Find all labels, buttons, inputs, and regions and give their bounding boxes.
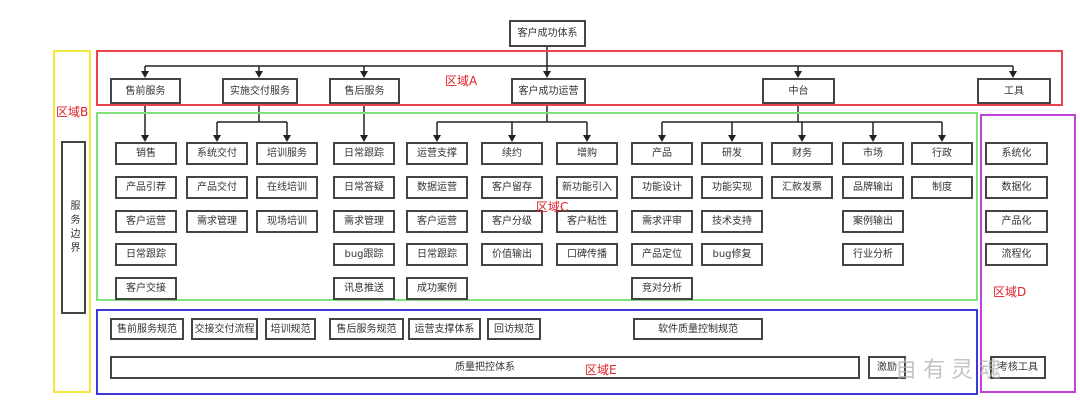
leaf-node: 口碑传播 [556,243,618,266]
arrowhead [213,135,221,142]
leaf-node: 客户运营 [406,210,468,233]
region-c-label: 区域C [536,200,569,214]
leaf-node: 需求管理 [333,210,395,233]
arrowhead [283,135,291,142]
tool-node: 流程化 [985,243,1048,266]
region-e [96,309,978,395]
level1-node: 实施交付服务 [222,78,298,104]
region-b-label: 区域B [56,105,89,119]
arrowhead [543,71,551,78]
leaf-node: 品牌输出 [842,176,904,199]
leaf-node: 案例输出 [842,210,904,233]
leaf-node: 技术支持 [701,210,763,233]
leaf-node: 行政 [911,142,973,165]
region-c [96,112,978,301]
leaf-node: 需求管理 [186,210,248,233]
standard-node: 售前服务规范 [110,318,184,340]
level1-node: 售后服务 [329,78,400,104]
leaf-node: 研发 [701,142,763,165]
standard-node: 交接交付流程 [191,318,258,340]
arrowhead [869,135,877,142]
leaf-node: 销售 [115,142,177,165]
leaf-node: 行业分析 [842,243,904,266]
region-b [53,50,91,393]
arrowhead [798,135,806,142]
level1-node: 工具 [977,78,1051,104]
watermark: 自有灵魂 [895,358,1008,383]
leaf-node: 新功能引入 [556,176,618,199]
leaf-node: 竞对分析 [631,277,693,300]
leaf-node: 产品 [631,142,693,165]
incentive-node: 激励 [868,356,906,379]
leaf-node: 成功案例 [406,277,468,300]
region-a [96,50,1063,106]
arrowhead [658,135,666,142]
leaf-node: 财务 [771,142,833,165]
leaf-node: 日常跟踪 [406,243,468,266]
arrowhead [141,135,149,142]
leaf-node: 产品引荐 [115,176,177,199]
tool-node: 产品化 [985,210,1048,233]
leaf-node: 功能设计 [631,176,693,199]
standard-node: 软件质量控制规范 [633,318,763,340]
leaf-node: 日常答疑 [333,176,395,199]
tool-box: 考核工具 [990,356,1046,379]
arrowhead [794,71,802,78]
region-d [980,114,1076,393]
tool-node: 数据化 [985,176,1048,199]
standard-node: 运营支撑体系 [408,318,481,340]
leaf-node: 功能实现 [701,176,763,199]
leaf-node: 产品交付 [186,176,248,199]
leaf-node: 汇款发票 [771,176,833,199]
leaf-node: bug修复 [701,243,763,266]
leaf-node: 系统交付 [186,142,248,165]
leaf-node: 现场培训 [256,210,318,233]
root-node: 客户成功体系 [509,20,586,47]
tool-node: 系统化 [985,142,1048,165]
service-boundary-box: 服务边界 [61,141,86,314]
arrowhead [728,135,736,142]
region-e-label: 区域E [585,363,617,377]
region-d-label: 区域D [993,285,1027,299]
arrowhead [255,71,263,78]
standard-node: 回访规范 [487,318,541,340]
leaf-node: 客户分级 [481,210,543,233]
leaf-node: bug跟踪 [333,243,395,266]
leaf-node: 客户运营 [115,210,177,233]
leaf-node: 客户交接 [115,277,177,300]
leaf-node: 价值输出 [481,243,543,266]
leaf-node: 产品定位 [631,243,693,266]
level1-node: 售前服务 [110,78,181,104]
arrowhead [583,135,591,142]
leaf-node: 市场 [842,142,904,165]
leaf-node: 在线培训 [256,176,318,199]
standard-node: 培训规范 [265,318,316,340]
leaf-node: 讯息推送 [333,277,395,300]
leaf-node: 客户留存 [481,176,543,199]
leaf-node: 客户粘性 [556,210,618,233]
leaf-node: 需求评审 [631,210,693,233]
arrowhead [433,135,441,142]
arrowhead [938,135,946,142]
leaf-node: 日常跟踪 [333,142,395,165]
arrowhead [360,135,368,142]
level1-node: 客户成功运营 [511,78,586,104]
leaf-node: 续约 [481,142,543,165]
leaf-node: 数据运营 [406,176,468,199]
arrowhead [1009,71,1017,78]
standard-node: 售后服务规范 [329,318,404,340]
leaf-node: 日常跟踪 [115,243,177,266]
leaf-node: 培训服务 [256,142,318,165]
leaf-node: 运营支撑 [406,142,468,165]
arrowhead [141,71,149,78]
leaf-node: 制度 [911,176,973,199]
arrowhead [360,71,368,78]
region-a-label: 区域A [445,74,478,88]
arrowhead [508,135,516,142]
level1-node: 中台 [762,78,835,104]
leaf-node: 增购 [556,142,618,165]
quality-system-bar: 质量把控体系 [110,356,860,379]
